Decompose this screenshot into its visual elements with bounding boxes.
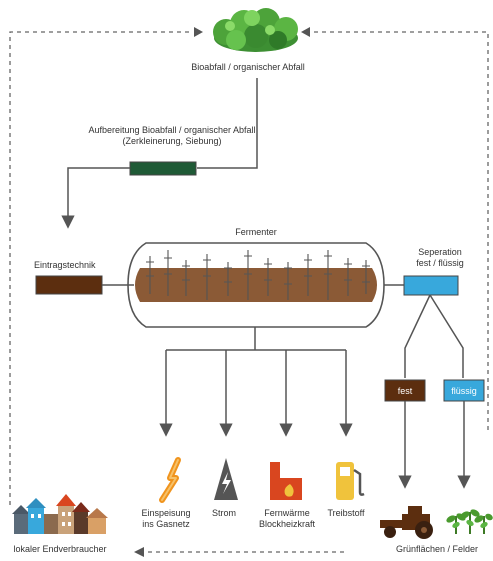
preprocessing-box (129, 161, 197, 176)
separation-label-line1: Seperation (418, 247, 462, 257)
power-pylon-icon (214, 458, 238, 500)
liquid-label: flüssig (451, 386, 477, 396)
flow-line-to-preprocessing (197, 78, 258, 169)
fermenter-label: Fermenter (235, 227, 277, 237)
separation-box (403, 275, 459, 296)
fields-label: Grünflächen / Felder (396, 544, 478, 554)
houses-icon (12, 494, 108, 534)
separation-label-line2: fest / flüssig (416, 258, 464, 268)
distribution-lines (166, 327, 346, 351)
fermenter-tank (127, 242, 385, 328)
tractor-icon (380, 506, 433, 539)
solid-label: fest (398, 386, 413, 396)
lettuce-icon (213, 8, 298, 52)
plants-icon (446, 509, 493, 534)
output-label-power: Strom (212, 508, 236, 518)
dashed-arrow-bottom-head (134, 547, 144, 557)
gas-grid-icon (159, 457, 181, 503)
dashed-loop-lines (9, 31, 489, 505)
fuel-pump-icon (336, 462, 365, 500)
biowaste-label: Bioabfall / organischer Abfall (191, 62, 305, 72)
preprocessing-title: Aufbereitung Bioabfall / organischer Abf… (88, 125, 255, 135)
dashed-left-line (9, 31, 192, 505)
output-label-heat-line1: Fernwärme (264, 508, 310, 518)
output-label-heat-line2: Blockheizkraft (259, 519, 316, 529)
consumers-label: lokaler Endverbraucher (13, 544, 106, 554)
flow-arrow-to-feed (61, 167, 130, 229)
feed-box (35, 275, 103, 295)
dashed-arrow-right-head (301, 27, 310, 37)
dashed-arrow-left-head (194, 27, 203, 37)
feed-label: Eintragstechnik (34, 260, 96, 270)
output-label-gasgrid-line1: Einspeisung (141, 508, 190, 518)
district-heating-icon (270, 462, 302, 500)
preprocessing-subtitle: (Zerkleinerung, Siebung) (122, 136, 221, 146)
output-label-gasgrid-line2: ins Gasnetz (142, 519, 190, 529)
output-label-fuel: Treibstoff (327, 508, 365, 518)
dashed-right-line (312, 31, 489, 430)
separation-split-lines (404, 294, 464, 378)
